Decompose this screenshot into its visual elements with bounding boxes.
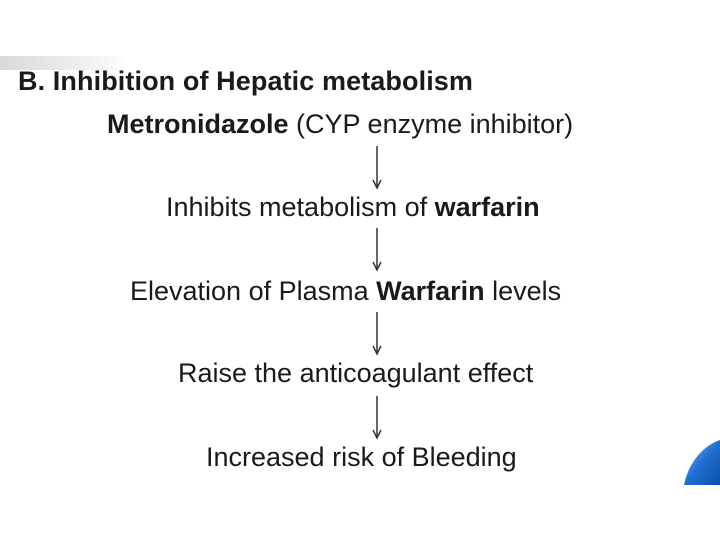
down-arrow-icon [372,146,382,190]
flow-step-4: Increased risk of Bleeding [206,442,517,473]
drug-line: Metronidazole (CYP enzyme inhibitor) [107,109,573,140]
flow-step-1: Inhibits metabolism of warfarin [166,192,540,223]
corner-decoration [684,440,720,485]
flow-step-2-text: Elevation of Plasma [130,276,377,306]
flow-step-1-bold: warfarin [434,192,540,222]
drug-name: Metronidazole [107,109,289,139]
flow-step-4-text: Increased risk of Bleeding [206,442,517,472]
flow-step-1-text: Inhibits metabolism of [166,192,435,222]
down-arrow-icon [372,396,382,440]
section-heading: B. Inhibition of Hepatic metabolism [18,66,474,96]
down-arrow-icon [372,312,382,356]
flow-step-2-bold: Warfarin [376,276,485,306]
drug-note: (CYP enzyme inhibitor) [296,109,574,139]
flow-step-2-suffix: levels [484,276,562,306]
down-arrow-icon [372,228,382,272]
flow-step-2: Elevation of Plasma Warfarin levels [130,276,561,307]
flow-step-3: Raise the anticoagulant effect [178,358,533,389]
header-shadow [0,56,130,70]
flow-step-3-text: Raise the anticoagulant effect [178,358,534,388]
